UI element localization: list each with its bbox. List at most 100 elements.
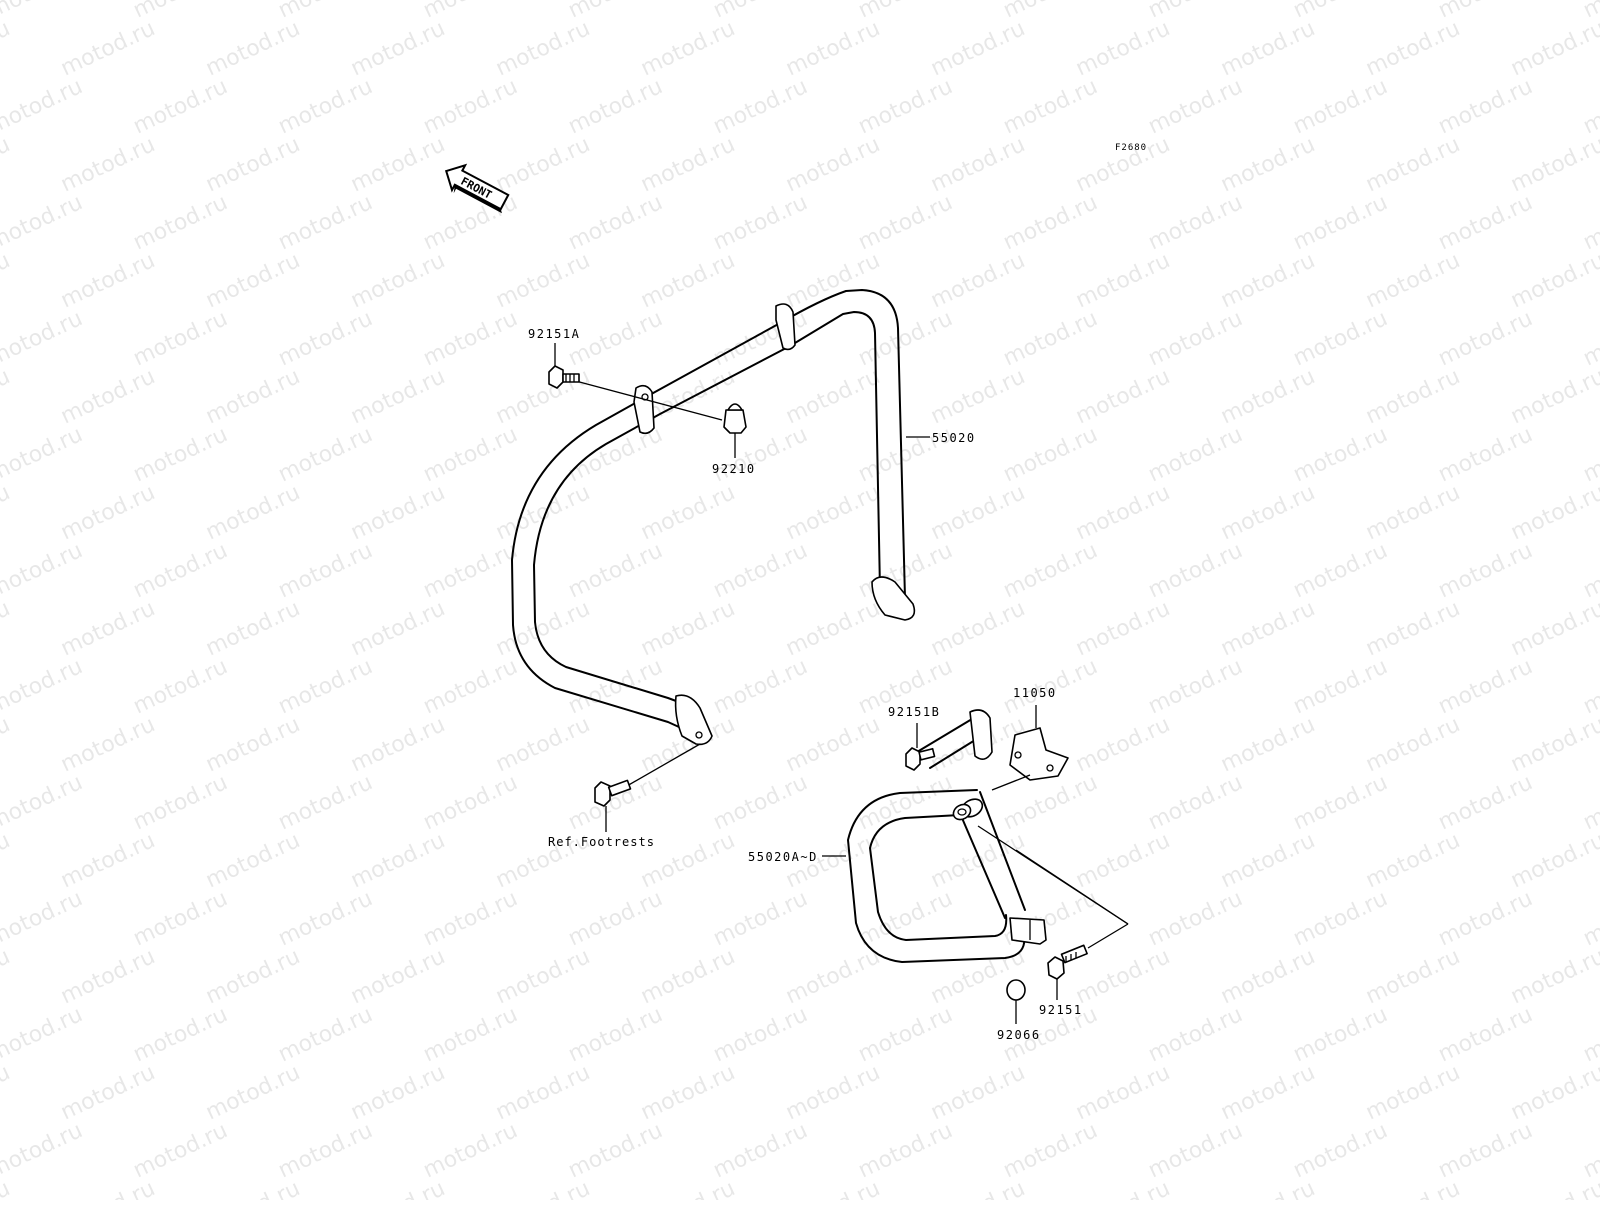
watermark-text: motod.ru	[419, 538, 521, 603]
watermark-text: motod.ru	[57, 1176, 159, 1200]
watermark-text: motod.ru	[274, 190, 376, 255]
watermark-text: motod.ru	[1507, 1176, 1600, 1200]
watermark-text: motod.ru	[1362, 132, 1464, 197]
watermark-text: motod.ru	[1072, 364, 1174, 429]
watermark-text: motod.ru	[1434, 306, 1536, 371]
watermark-text: motod.ru	[129, 770, 231, 835]
watermark-text: motod.ru	[1217, 16, 1319, 81]
watermark-text: motod.ru	[0, 596, 14, 661]
watermark-text: motod.ru	[999, 74, 1101, 139]
watermark-text: motod.ru	[709, 74, 811, 139]
watermark-text: motod.ru	[1579, 770, 1600, 835]
bolt-92151a	[548, 365, 723, 421]
watermark-text: motod.ru	[1579, 422, 1600, 487]
watermark-text: motod.ru	[709, 538, 811, 603]
watermark-text: motod.ru	[1507, 132, 1600, 197]
watermark-text: motod.ru	[1144, 74, 1246, 139]
watermark-text: motod.ru	[1507, 248, 1600, 313]
watermark-text: motod.ru	[492, 480, 594, 545]
watermark-text: motod.ru	[854, 770, 956, 835]
watermark-text: motod.ru	[1434, 1002, 1536, 1067]
watermark-text: motod.ru	[1072, 596, 1174, 661]
watermark-text: motod.ru	[419, 654, 521, 719]
watermark-text: motod.ru	[1072, 132, 1174, 197]
watermark-text: motod.ru	[854, 306, 956, 371]
watermark-text: motod.ru	[0, 190, 87, 255]
watermark-text: motod.ru	[564, 654, 666, 719]
watermark-text: motod.ru	[1217, 1060, 1319, 1125]
watermark-text: motod.ru	[274, 306, 376, 371]
watermark-text: motod.ru	[1289, 1002, 1391, 1067]
watermark-text: motod.ru	[927, 596, 1029, 661]
watermark-text: motod.ru	[709, 422, 811, 487]
watermark-text: motod.ru	[637, 248, 739, 313]
watermark-text: motod.ru	[1072, 248, 1174, 313]
watermark-text: motod.ru	[57, 132, 159, 197]
watermark-text: motod.ru	[492, 596, 594, 661]
watermark-text: motod.ru	[927, 132, 1029, 197]
watermark-text: motod.ru	[0, 248, 14, 313]
watermark-text: motod.ru	[1072, 1060, 1174, 1125]
watermark-text: motod.ru	[1144, 190, 1246, 255]
watermark-text: motod.ru	[782, 596, 884, 661]
watermark-text: motod.ru	[1144, 538, 1246, 603]
watermark-text: motod.ru	[1434, 1118, 1536, 1183]
watermark-text: motod.ru	[274, 74, 376, 139]
watermark-text: motod.ru	[129, 1002, 231, 1067]
watermark-text: motod.ru	[1072, 828, 1174, 893]
watermark-text: motod.ru	[999, 190, 1101, 255]
watermark-text: motod.ru	[347, 944, 449, 1009]
watermark-text: motod.ru	[0, 654, 87, 719]
watermark-text: motod.ru	[1434, 190, 1536, 255]
watermark-text: motod.ru	[419, 1118, 521, 1183]
watermark-text: motod.ru	[57, 248, 159, 313]
watermark-text: motod.ru	[347, 16, 449, 81]
watermark-text: motod.ru	[347, 828, 449, 893]
watermark-text: motod.ru	[202, 16, 304, 81]
watermark-text: motod.ru	[1217, 596, 1319, 661]
watermark-text: motod.ru	[0, 364, 14, 429]
watermark-text: motod.ru	[0, 828, 14, 893]
watermark-text: motod.ru	[1507, 1060, 1600, 1125]
watermark-text: motod.ru	[854, 1002, 956, 1067]
watermark-text: motod.ru	[1217, 364, 1319, 429]
watermark-text: motod.ru	[1289, 538, 1391, 603]
watermark-text: motod.ru	[1217, 1176, 1319, 1200]
watermark-text: motod.ru	[492, 132, 594, 197]
watermark-text: motod.ru	[927, 828, 1029, 893]
watermark-text: motod.ru	[1072, 16, 1174, 81]
label-92210: 92210	[712, 462, 756, 476]
watermark-text: motod.ru	[1289, 422, 1391, 487]
watermark-text: motod.ru	[1362, 596, 1464, 661]
watermark-text: motod.ru	[202, 596, 304, 661]
watermark-text: motod.ru	[782, 712, 884, 777]
watermark-text: motod.ru	[0, 132, 14, 197]
watermark-text: motod.ru	[854, 190, 956, 255]
watermark-text: motod.ru	[202, 1060, 304, 1125]
watermark-text: motod.ru	[129, 654, 231, 719]
label-92066: 92066	[997, 1028, 1041, 1042]
watermark-text: motod.ru	[637, 480, 739, 545]
watermark-text: motod.ru	[0, 480, 14, 545]
watermark-text: motod.ru	[347, 364, 449, 429]
watermark-text: motod.ru	[1144, 1118, 1246, 1183]
watermark-text: motod.ru	[1217, 132, 1319, 197]
watermark-text: motod.ru	[202, 132, 304, 197]
watermark-text: motod.ru	[854, 1118, 956, 1183]
watermark-text: motod.ru	[709, 1002, 811, 1067]
watermark-text: motod.ru	[1217, 828, 1319, 893]
watermark-text: motod.ru	[1507, 944, 1600, 1009]
watermark-text: motod.ru	[1579, 74, 1600, 139]
watermark-text: motod.ru	[57, 1060, 159, 1125]
watermark-text: motod.ru	[1289, 190, 1391, 255]
watermark-text: motod.ru	[57, 596, 159, 661]
label-92151: 92151	[1039, 1003, 1083, 1017]
watermark-text: motod.ru	[854, 886, 956, 951]
rear-engine-guard	[847, 709, 1047, 963]
watermark-text: motod.ru	[1362, 1060, 1464, 1125]
watermark-text: motod.ru	[564, 1002, 666, 1067]
watermark-text: motod.ru	[1579, 1118, 1600, 1183]
watermark-text: motod.ru	[202, 828, 304, 893]
watermark-text: motod.ru	[782, 132, 884, 197]
watermark-text: motod.ru	[1434, 74, 1536, 139]
